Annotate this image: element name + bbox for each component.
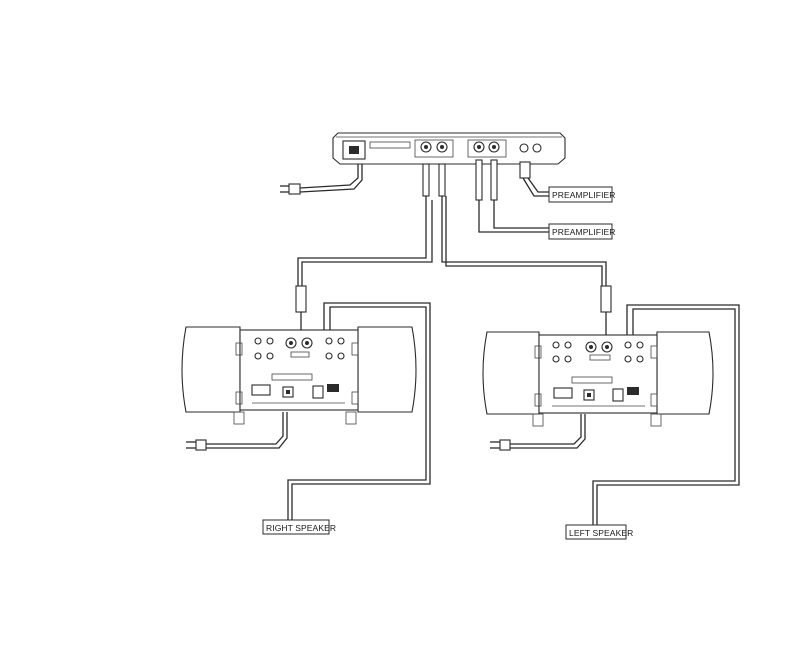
left-amp-power-cord (490, 414, 586, 451)
preamp-cable-pair-2 (519, 161, 549, 197)
binding-post-icon (624, 341, 632, 349)
binding-post-icon (624, 355, 632, 363)
power-plug-icon (195, 439, 207, 451)
left-speaker-label: LEFT SPEAKER (565, 524, 633, 540)
power-plug-icon (288, 183, 301, 195)
power-supply-unit (332, 132, 566, 165)
binding-post-icon (254, 352, 262, 360)
left-speaker-cable (592, 304, 740, 525)
right-amp-power-cord (186, 412, 288, 451)
umbilical-cable-left (438, 163, 612, 337)
right-speaker-text: RIGHT SPEAKER (266, 523, 336, 533)
right-monoblock-amplifier (181, 326, 417, 425)
binding-post-icon (325, 352, 333, 360)
trigger-jack-icon (519, 143, 529, 153)
binding-post-icon (564, 341, 572, 349)
binding-post-icon (337, 352, 345, 360)
right-speaker-cable (287, 302, 431, 520)
binding-post-icon (325, 337, 333, 345)
binding-post-icon (552, 341, 560, 349)
binding-post-icon (552, 355, 560, 363)
power-plug-icon (499, 439, 511, 451)
connector-icon (600, 285, 612, 313)
preamp-text-2: PREAMPLIFIER (552, 227, 616, 237)
left-speaker-text: LEFT SPEAKER (569, 528, 633, 538)
binding-post-icon (636, 341, 644, 349)
binding-post-icon (564, 355, 572, 363)
preamp-text-1: PREAMPLIFIER (552, 190, 616, 200)
preamplifier-label-2: PREAMPLIFIER (548, 223, 616, 240)
binding-post-icon (636, 355, 644, 363)
binding-post-icon (254, 337, 262, 345)
binding-post-icon (266, 352, 274, 360)
preamplifier-label-1: PREAMPLIFIER (548, 186, 616, 203)
binding-post-icon (266, 337, 274, 345)
right-speaker-label: RIGHT SPEAKER (262, 519, 336, 535)
preamp-cable-pair-1 (475, 159, 549, 233)
trigger-jack-icon (532, 143, 542, 153)
connector-icon (295, 285, 307, 313)
binding-post-icon (337, 337, 345, 345)
umbilical-cable-right (295, 163, 433, 332)
psu-power-cord (280, 164, 363, 195)
left-monoblock-amplifier (482, 331, 714, 427)
